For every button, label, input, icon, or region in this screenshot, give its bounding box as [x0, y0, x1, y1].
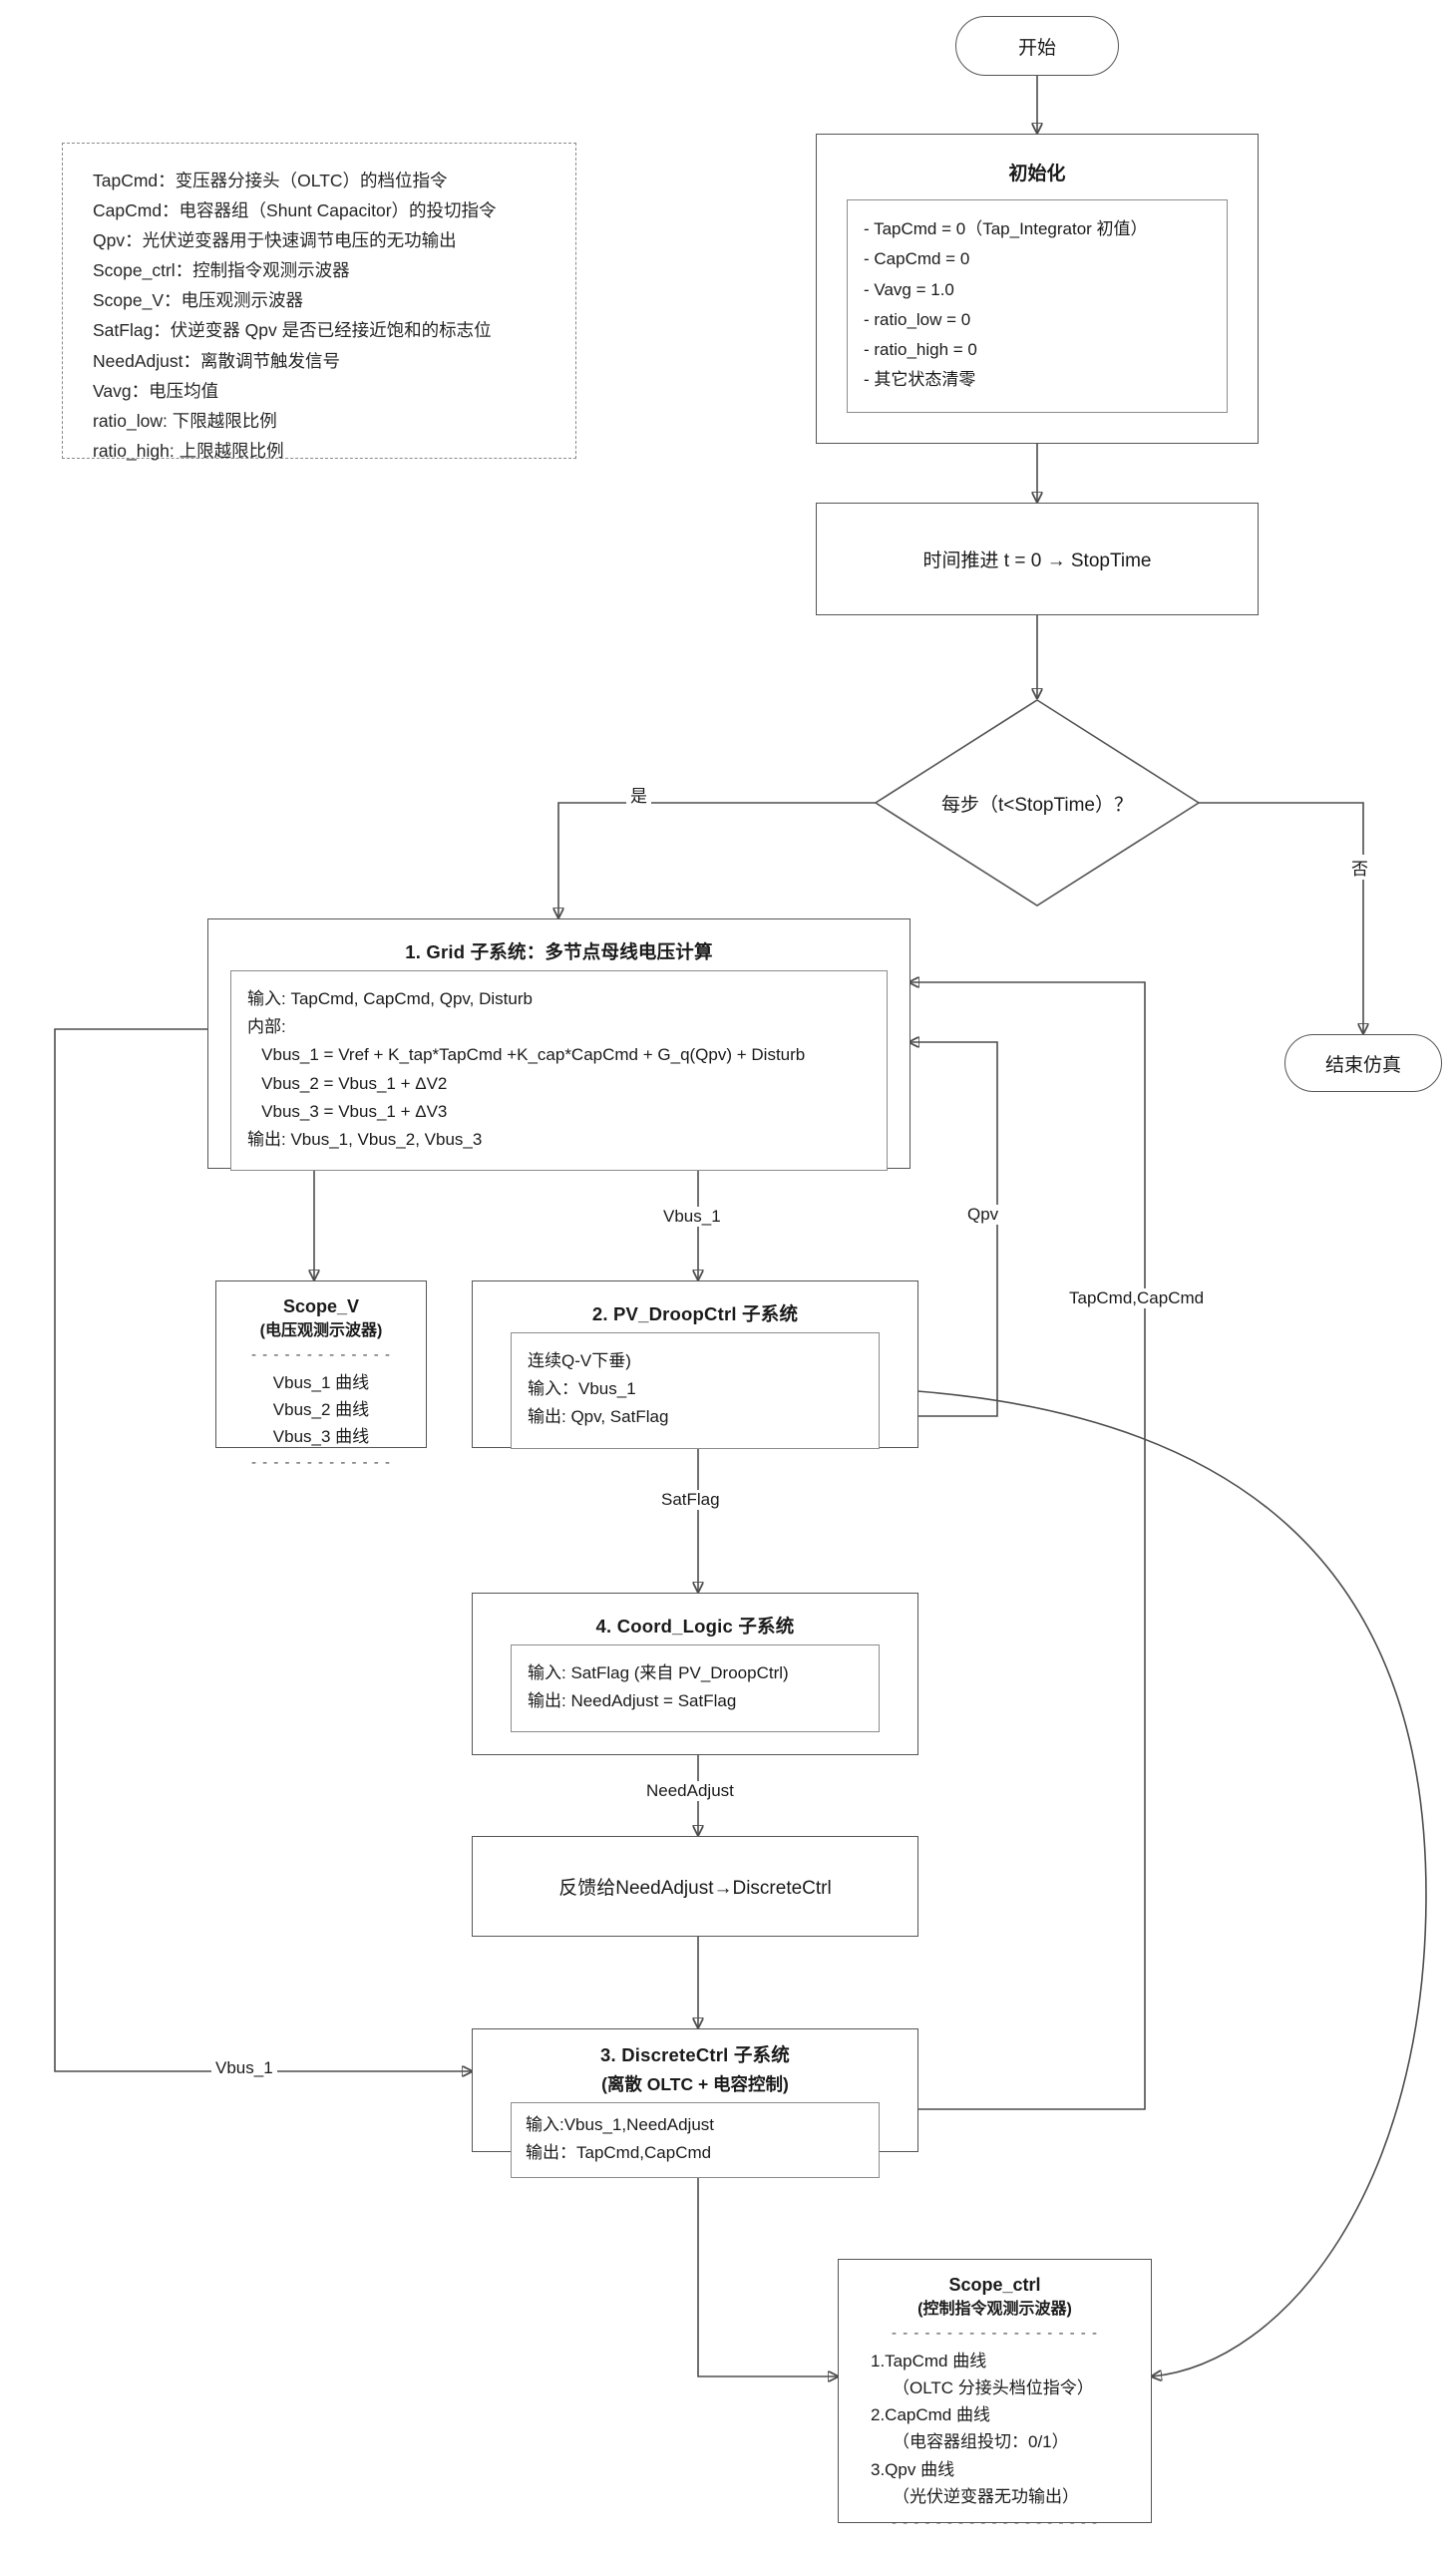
discrete-ctrl-title: 3. DiscreteCtrl 子系统 — [600, 2044, 790, 2065]
coord-logic-line-1: 输出: NeedAdjust = SatFlag — [528, 1691, 737, 1711]
edge-label-vbus1-feedback: Vbus_1 — [211, 2058, 277, 2078]
scope-v-item-1: Vbus_2 曲线 — [272, 1399, 370, 1419]
legend-line-0: TapCmd：变压器分接头（OLTC）的档位指令 — [93, 171, 448, 190]
legend-line-4: Scope_V：电压观测示波器 — [93, 290, 304, 311]
scope-v-title: Scope_V — [282, 1296, 360, 1316]
start-node-label: 开始 — [1017, 37, 1056, 59]
pv-droopctrl-line-2: 输出: Qpv, SatFlag — [528, 1407, 669, 1427]
init-line-5: - 其它状态清零 — [864, 370, 976, 390]
coord-logic-subsystem[interactable]: 4. Coord_Logic 子系统 输入: SatFlag (来自 PV_Dr… — [472, 1593, 918, 1755]
edge-label-yes: 是 — [626, 782, 651, 807]
grid-line-4: Vbus_3 = Vbus_1 + ΔV3 — [247, 1101, 448, 1121]
init-line-1: - CapCmd = 0 — [864, 249, 970, 269]
wire-decision-yes-to-grid — [558, 802, 876, 917]
init-line-3: - ratio_low = 0 — [864, 309, 971, 329]
scope-ctrl-rule-bottom: - - - - - - - - - - - - - - - - - - - — [892, 2513, 1098, 2531]
scope-ctrl-item-0-main: 1.TapCmd 曲线 — [871, 2351, 987, 2371]
legend-line-8: ratio_low: 下限越限比例 — [93, 410, 277, 431]
coord-logic-title: 4. Coord_Logic 子系统 — [595, 1616, 795, 1637]
wire-discrete-to-scopectrl — [697, 2152, 838, 2376]
scope-ctrl-item-0-note: （OLTC 分接头档位指令） — [893, 2377, 1094, 2397]
scope-v-item-2: Vbus_3 曲线 — [272, 1427, 370, 1447]
init-node-inner: - TapCmd = 0（Tap_Integrator 初值） - CapCmd… — [847, 199, 1228, 413]
edge-label-needadjust: NeedAdjust — [642, 1781, 738, 1801]
legend-line-1: CapCmd：电容器组（Shunt Capacitor）的投切指令 — [93, 200, 497, 221]
pv-droopctrl-line-0: 连续Q-V下垂) — [528, 1351, 631, 1370]
time-advance-label: 时间推进 t = 0 → StopTime — [922, 550, 1152, 571]
edge-label-qpv: Qpv — [963, 1205, 1003, 1225]
discrete-ctrl-subsystem[interactable]: 3. DiscreteCtrl 子系统 (离散 OLTC + 电容控制) 输入:… — [472, 2028, 918, 2179]
legend-line-2: Qpv：光伏逆变器用于快速调节电压的无功输出 — [93, 230, 457, 251]
scope-ctrl-item-2-note: （光伏逆变器无功输出） — [893, 2486, 1079, 2506]
end-node[interactable]: 结束仿真 — [1284, 1034, 1442, 1092]
wire-decision-no-to-end — [1199, 802, 1363, 1033]
scope-ctrl-item-2-main: 3.Qpv 曲线 — [871, 2459, 955, 2479]
pv-droopctrl-title: 2. PV_DroopCtrl 子系统 — [591, 1303, 799, 1324]
wire-pvdroop-curve-to-scopectrl — [916, 1390, 1427, 2376]
scope-v-node[interactable]: Scope_V (电压观测示波器) - - - - - - - - - - - … — [215, 1280, 427, 1471]
discrete-ctrl-inner: 输入:Vbus_1,NeedAdjust 输出：TapCmd,CapCmd — [511, 2102, 880, 2179]
scope-v-rule-top: - - - - - - - - - - - - - — [251, 1346, 391, 1364]
legend-line-3: Scope_ctrl：控制指令观测示波器 — [93, 260, 350, 281]
init-line-2: - Vavg = 1.0 — [864, 279, 954, 299]
pv-droopctrl-line-1: 输入：Vbus_1 — [528, 1379, 636, 1399]
init-node[interactable]: 初始化 - TapCmd = 0（Tap_Integrator 初值） - Ca… — [816, 134, 1259, 444]
grid-line-3: Vbus_2 = Vbus_1 + ΔV2 — [247, 1073, 448, 1093]
wire-discrete-to-grid — [910, 982, 1146, 2110]
pv-droopctrl-inner: 连续Q-V下垂) 输入：Vbus_1 输出: Qpv, SatFlag — [511, 1332, 880, 1449]
start-node[interactable]: 开始 — [955, 16, 1119, 76]
grid-subsystem[interactable]: 1. Grid 子系统：多节点母线电压计算 输入: TapCmd, CapCmd… — [207, 918, 910, 1172]
scope-v-subtitle: (电压观测示波器) — [259, 1322, 383, 1340]
grid-subsystem-inner: 输入: TapCmd, CapCmd, Qpv, Disturb 内部: Vbu… — [230, 970, 888, 1172]
grid-line-2: Vbus_1 = Vref + K_tap*TapCmd +K_cap*CapC… — [247, 1045, 806, 1065]
discrete-ctrl-line-1: 输出：TapCmd,CapCmd — [526, 2143, 712, 2163]
grid-line-5: 输出: Vbus_1, Vbus_2, Vbus_3 — [247, 1130, 483, 1150]
edge-label-satflag: SatFlag — [657, 1490, 724, 1510]
grid-line-0: 输入: TapCmd, CapCmd, Qpv, Disturb — [247, 989, 533, 1008]
scope-ctrl-title: Scope_ctrl — [948, 2275, 1041, 2295]
feedback-node[interactable]: 反馈给NeedAdjust→DiscreteCtrl — [472, 1836, 918, 1937]
wire-grid-vbus1-feedback-to-discrete — [54, 1028, 472, 2071]
discrete-ctrl-subtitle: (离散 OLTC + 电容控制) — [601, 2074, 789, 2094]
init-line-0: - TapCmd = 0（Tap_Integrator 初值） — [864, 219, 1148, 238]
init-node-title: 初始化 — [1008, 164, 1066, 184]
scope-ctrl-rule-top: - - - - - - - - - - - - - - - - - - - — [892, 2325, 1098, 2343]
grid-subsystem-title: 1. Grid 子系统：多节点母线电压计算 — [405, 941, 713, 962]
edge-label-vbus1-to-pv: Vbus_1 — [659, 1207, 725, 1227]
legend-line-7: Vavg：电压均值 — [93, 380, 219, 401]
edge-label-no: 否 — [1347, 855, 1372, 880]
feedback-node-label: 反馈给NeedAdjust→DiscreteCtrl — [558, 1878, 832, 1899]
coord-logic-line-0: 输入: SatFlag (来自 PV_DroopCtrl) — [528, 1663, 789, 1682]
edge-label-tapcmd-capcmd: TapCmd,CapCmd — [1065, 1288, 1209, 1308]
scope-v-rule-bottom: - - - - - - - - - - - - - — [251, 1454, 391, 1472]
coord-logic-inner: 输入: SatFlag (来自 PV_DroopCtrl) 输出: NeedAd… — [511, 1644, 880, 1733]
legend-line-6: NeedAdjust：离散调节触发信号 — [93, 350, 340, 371]
grid-line-1: 内部: — [247, 1017, 286, 1037]
pv-droopctrl-subsystem[interactable]: 2. PV_DroopCtrl 子系统 连续Q-V下垂) 输入：Vbus_1 输… — [472, 1280, 918, 1449]
legend-line-5: SatFlag：伏逆变器 Qpv 是否已经接近饱和的标志位 — [93, 320, 492, 341]
end-node-label: 结束仿真 — [1324, 1054, 1401, 1076]
scope-v-item-0: Vbus_1 曲线 — [272, 1372, 370, 1392]
discrete-ctrl-line-0: 输入:Vbus_1,NeedAdjust — [526, 2115, 714, 2134]
wire-pvdroop-qpv-to-grid — [910, 1042, 998, 1417]
init-line-4: - ratio_high = 0 — [864, 340, 977, 359]
scope-ctrl-node[interactable]: Scope_ctrl (控制指令观测示波器) - - - - - - - - -… — [838, 2259, 1152, 2530]
scope-ctrl-item-1-main: 2.CapCmd 曲线 — [871, 2405, 990, 2425]
legend-line-9: ratio_high: 上限越限比例 — [93, 440, 284, 461]
decision-node-label: 每步（t<StopTime）？ — [941, 794, 1133, 816]
time-advance-node[interactable]: 时间推进 t = 0 → StopTime — [816, 503, 1259, 615]
scope-ctrl-subtitle: (控制指令观测示波器) — [917, 2301, 1072, 2319]
scope-ctrl-item-1-note: （电容器组投切：0/1） — [893, 2432, 1069, 2452]
decision-node[interactable]: 每步（t<StopTime）？ — [874, 698, 1201, 908]
legend-box: TapCmd：变压器分接头（OLTC）的档位指令 CapCmd：电容器组（Shu… — [62, 143, 576, 461]
